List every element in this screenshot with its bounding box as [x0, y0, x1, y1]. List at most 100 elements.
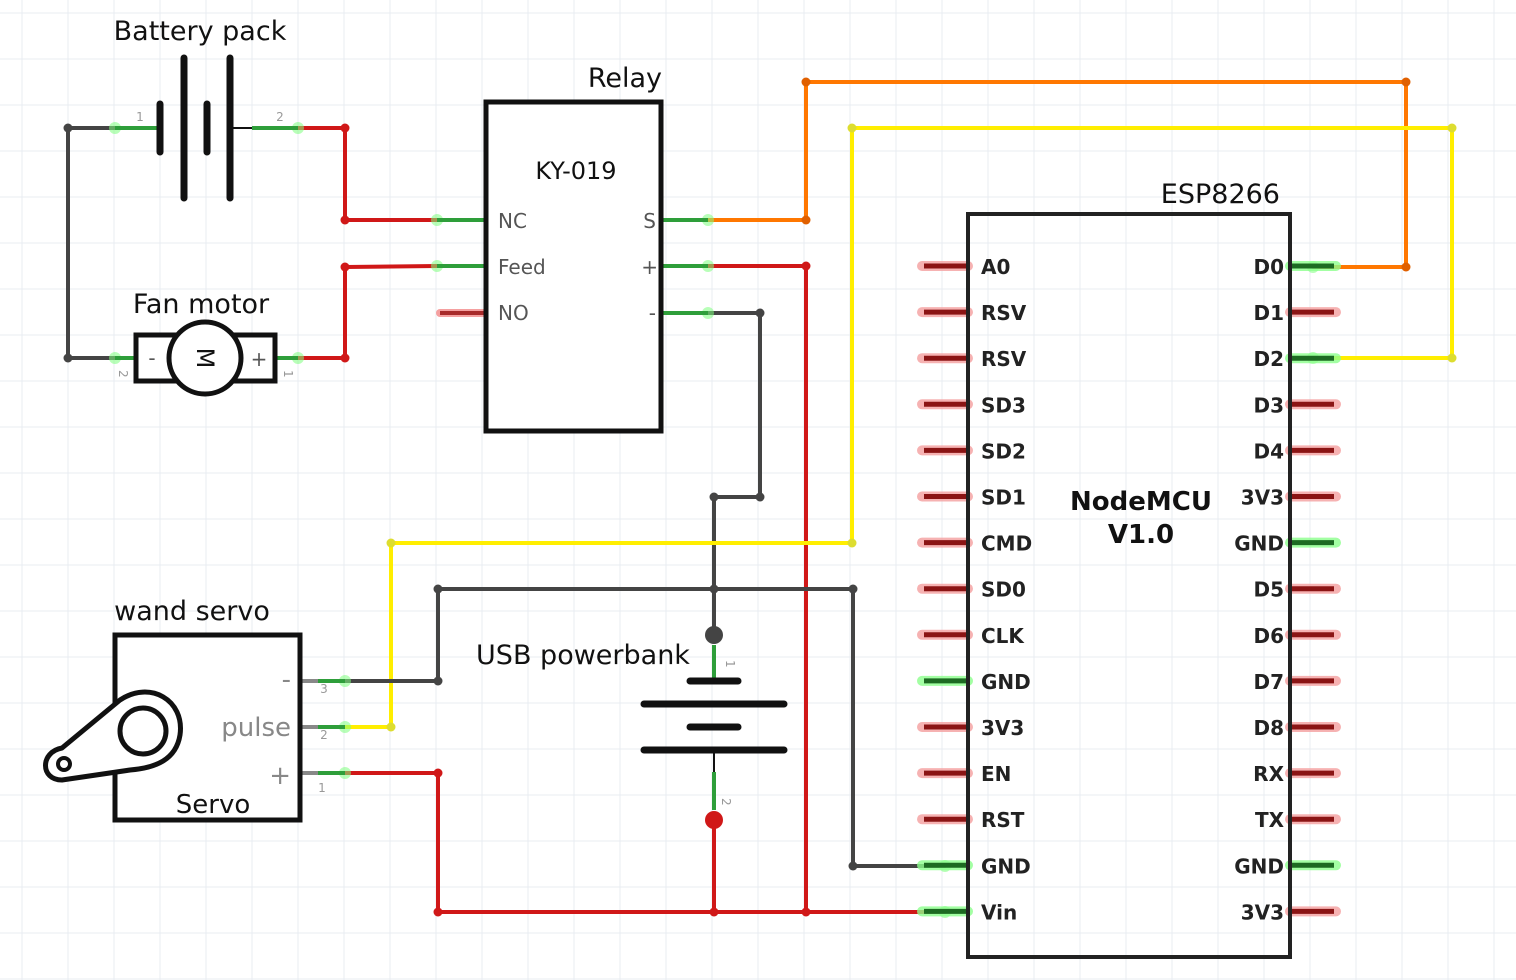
- esp-pin-label: D6: [1253, 624, 1284, 648]
- esp-pin-label: D8: [1253, 716, 1284, 740]
- wire-battery-pos-relay-nc[interactable]: [296, 126, 439, 222]
- esp8266-nodemcu[interactable]: ESP8266 A0RSVRSVSD3SD2SD1CMDSD0CLKGND3V3…: [917, 179, 1341, 959]
- wire-junction-dot: [1401, 77, 1411, 87]
- esp-pin-label: GND: [1234, 854, 1284, 878]
- wire-junction-dot: [63, 123, 73, 133]
- relay-label-no: NO: [498, 301, 529, 325]
- wire-power-bus[interactable]: [343, 771, 947, 914]
- powerbank-terminal-neg[interactable]: [705, 626, 723, 644]
- esp-pin-label: A0: [981, 255, 1010, 279]
- esp-pin-label: CMD: [981, 532, 1032, 556]
- esp-pin-label: RST: [981, 808, 1025, 832]
- esp-pin-label: SD2: [981, 439, 1026, 463]
- battery-pin-2-number: 2: [276, 110, 284, 124]
- wire-junction-dot: [1447, 353, 1457, 363]
- esp-title: ESP8266: [1161, 179, 1280, 210]
- esp-pin-label: SD1: [981, 486, 1026, 510]
- wire-junction-dot: [847, 538, 857, 548]
- wire-junction-dot: [433, 676, 443, 686]
- esp-pin-label: GND: [981, 854, 1031, 878]
- esp-pin-label: D4: [1253, 439, 1284, 463]
- wire-junction-dot: [848, 584, 858, 594]
- esp-pin-label: D2: [1253, 347, 1284, 371]
- motor-plus-label: +: [251, 347, 268, 371]
- servo-body-label: Servo: [176, 790, 250, 820]
- wire-servo-pulse-d2[interactable]: [343, 126, 1454, 729]
- esp-pin-label: Vin: [981, 900, 1017, 924]
- wire-junction-dot: [386, 722, 396, 732]
- wire-battery-neg-motor[interactable]: [66, 126, 117, 360]
- esp-pin-label: D0: [1253, 255, 1284, 279]
- battery-pin-1-number: 1: [136, 110, 144, 124]
- esp-pin-label: RX: [1253, 762, 1284, 786]
- esp-pin-label: RSV: [981, 301, 1027, 325]
- esp-pin-label: TX: [1255, 808, 1285, 832]
- esp-name-line1: NodeMCU: [1070, 487, 1212, 517]
- motor-symbol: M: [191, 348, 219, 369]
- esp-body: [966, 212, 1292, 959]
- wire-servo-gnd[interactable]: [343, 587, 947, 868]
- esp-pin-label: RSV: [981, 347, 1027, 371]
- motor-circle-icon: [166, 319, 244, 397]
- relay-label-minus: -: [649, 301, 656, 325]
- powerbank-title: USB powerbank: [476, 640, 690, 671]
- servo-label-pulse: pulse: [221, 713, 291, 743]
- wire-junction-dot: [709, 907, 719, 917]
- wire-junction-dot: [386, 538, 396, 548]
- esp-pin-label: 3V3: [981, 716, 1024, 740]
- esp-pin-label: EN: [981, 762, 1011, 786]
- wire-junction-dot: [755, 308, 765, 318]
- relay-label-s: S: [643, 209, 656, 233]
- wire-junction-dot: [801, 907, 811, 917]
- esp-left-pins: A0RSVRSVSD3SD2SD1CMDSD0CLKGND3V3ENRSTGND…: [917, 255, 1032, 924]
- fan-motor[interactable]: Fan motor M - + 2 1: [115, 289, 298, 397]
- wire-junction-dot: [340, 123, 350, 133]
- servo-label-plus: +: [269, 761, 291, 791]
- servo-pin-3-number: 3: [320, 682, 328, 696]
- motor-pin-1-number: 1: [281, 370, 295, 378]
- wire-junction-dot: [847, 123, 857, 133]
- powerbank-terminal-pos[interactable]: [705, 811, 723, 829]
- relay-body: [483, 99, 664, 434]
- wand-servo[interactable]: wand servo Servo - pulse + 3 2 1: [43, 596, 346, 823]
- esp-pin-label: D7: [1253, 670, 1284, 694]
- wire-junction-dot: [848, 861, 858, 871]
- wire-junction-dot: [340, 353, 350, 363]
- wire-junction-dot: [340, 262, 350, 272]
- servo-shaft-icon: [117, 705, 169, 757]
- powerbank-pin-1-number: 1: [723, 660, 737, 668]
- esp-pin-label: GND: [981, 670, 1031, 694]
- battery-pack-title: Battery pack: [114, 16, 287, 47]
- powerbank-pin-2-number: 2: [719, 798, 733, 806]
- wire-junction-dot: [709, 492, 719, 502]
- relay-module[interactable]: Relay KY-019 NC Feed NO S + -: [436, 63, 708, 434]
- motor-minus-label: -: [148, 346, 155, 370]
- relay-label-plus: +: [641, 255, 658, 279]
- wire-junction-dot: [1401, 262, 1411, 272]
- servo-horn-hole-icon: [56, 756, 72, 772]
- wire-junction-dot: [801, 261, 811, 271]
- wire-motor-pos-relay-feed[interactable]: [296, 264, 439, 360]
- wire-junction-dot: [433, 907, 443, 917]
- wire-relay-s-d0[interactable]: [706, 80, 1408, 269]
- battery-pack[interactable]: Battery pack 1 2: [114, 16, 298, 202]
- usb-powerbank[interactable]: USB powerbank 1 2: [476, 626, 788, 829]
- fan-motor-title: Fan motor: [133, 289, 270, 320]
- wire-junction-dot: [755, 492, 765, 502]
- esp-pin-label: SD3: [981, 393, 1026, 417]
- relay-title: Relay: [588, 63, 662, 94]
- esp-pin-label: SD0: [981, 578, 1026, 602]
- esp-pin-label: D5: [1253, 578, 1284, 602]
- esp-pin-label: D3: [1253, 393, 1284, 417]
- esp-pin-label: GND: [1234, 532, 1284, 556]
- relay-label-feed: Feed: [498, 255, 546, 279]
- relay-model: KY-019: [535, 157, 616, 185]
- esp-pin-label: D1: [1253, 301, 1284, 325]
- wire-junction-dot: [801, 77, 811, 87]
- servo-label-minus: -: [282, 665, 291, 695]
- wire-junction-dot: [433, 768, 443, 778]
- servo-title: wand servo: [114, 596, 270, 627]
- wire-junction-dot: [709, 584, 719, 594]
